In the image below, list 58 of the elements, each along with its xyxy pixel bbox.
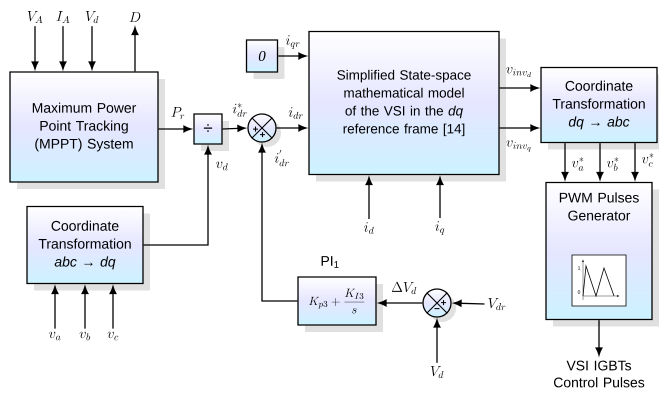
edge-label: $\Delta V_{d}$ [392,282,416,294]
signal-arrow [132,26,138,72]
edge-label: $i_{dr}^{'}$ [274,150,289,166]
signal-label: $D$ [130,12,140,22]
signal-arrow [278,52,306,60]
signal-label: $v_{c}$ [108,332,118,340]
signal-label: $v_{b}$ [80,332,90,340]
signal-label: $V_{d}$ [430,366,444,378]
signal-arrow [110,286,116,329]
signal-arrow [596,320,602,356]
signal-arrow [632,143,638,180]
edge-label: $v_{c}^{*}$ [642,153,654,167]
signal-label: $v_{a}$ [49,332,60,340]
process-box: Simplified State-space mathematical model of the VSI in the dq reference frame [14] [308,30,506,182]
pi-controller-box: $K_{p3}+\frac{K_{I3}}{s}$ [297,276,383,332]
signal-arrow [436,177,444,218]
signal-arrow [562,143,568,180]
signal-label: $V_{d}$ [86,11,98,24]
signal-arrow [500,84,538,92]
edge-label: $i_{dr}$ [288,107,303,119]
signal-arrow [276,124,306,132]
signal-label: $I_{A}$ [56,11,70,23]
block-title: PI$_{1}$ [322,256,339,268]
signal-arrow [378,300,422,306]
signal-arrow [434,320,440,363]
signal-arrow [366,177,372,220]
signal-arrow [88,26,96,70]
process-box: Maximum Power Point Tracking (MPPT) System [9,71,165,189]
edge-label: $v_{inv_{q}}$ [506,140,531,152]
signal-arrow [144,146,212,246]
signal-arrow [596,143,604,180]
edge-label: $v_{b}^{*}$ [607,157,618,171]
signal-arrow [60,26,66,70]
divider-box: ÷ [193,113,229,151]
signal-arrow [32,26,38,70]
output-label: VSI IGBTs Control Pulses [554,360,644,388]
summing-junction: + + [247,113,281,147]
edge-label: $v_{a}^{*}$ [572,157,584,171]
signal-label: $i_{q}$ [435,221,444,235]
process-box: Coordinate Transformation abc → dq [26,206,150,290]
signal-arrow [222,124,246,132]
edge-label: $i_{qr}$ [286,35,300,49]
signal-arrow [82,286,88,329]
signal-label: $V_{dr}$ [488,298,506,310]
signal-arrow [454,300,484,307]
signal-label: $V_{A}$ [28,11,42,23]
signal-arrow [500,124,538,132]
signal-label: $i_{d}$ [364,222,374,234]
process-box: Coordinate Transformation dq → abc [540,66,659,150]
summing-junction: + − [422,288,456,322]
edge-label: $v_{inv_{d}}$ [506,66,531,77]
edge-label: $i_{dr}^{*}$ [232,103,247,117]
signal-arrow [258,144,298,302]
edge-label: $v_{d}$ [216,162,228,170]
signal-arrow [158,126,192,132]
edge-label: $P_{r}$ [172,107,184,120]
signal-arrow [52,286,58,329]
constant-box: 0 [246,39,284,79]
